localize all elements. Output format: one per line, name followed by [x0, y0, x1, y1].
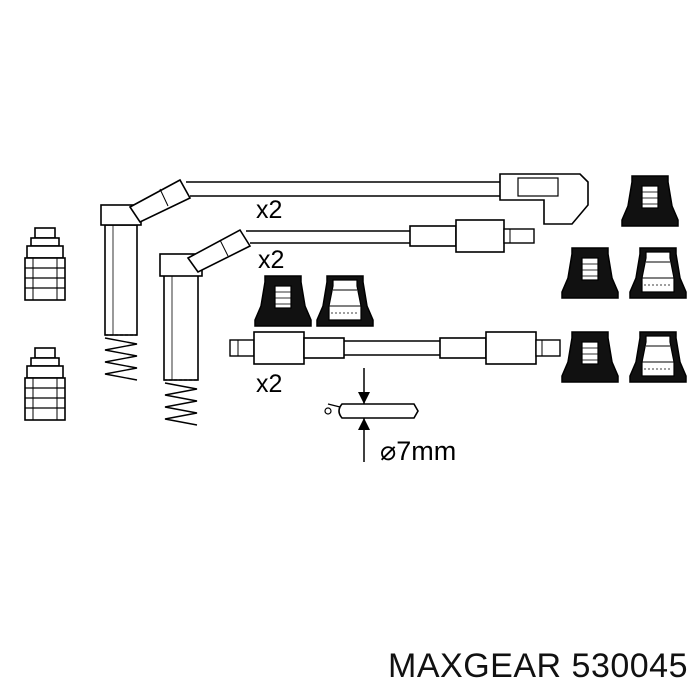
cable-diameter-detail [324, 368, 419, 462]
boot-cap-open-middle [316, 275, 374, 327]
quantity-label-lead-3: x2 [256, 370, 282, 398]
plug-connector-top [24, 227, 66, 301]
ignition-lead-2 [159, 219, 535, 426]
boot-cap-open-row3-right [629, 331, 687, 383]
part-number: 530045 [571, 647, 688, 685]
quantity-label-lead-2: x2 [258, 246, 284, 274]
ignition-lead-1 [100, 173, 589, 381]
plug-connector-bottom [24, 347, 66, 421]
boot-cap-dark-row3-left [561, 331, 619, 383]
ignition-lead-3 [229, 331, 561, 365]
boot-cap-open-row2-right [629, 247, 687, 299]
boot-cap-dark-middle [254, 275, 312, 327]
product-caption: MAXGEAR 530045 [388, 647, 688, 686]
boot-cap-dark-row2-left [561, 247, 619, 299]
brand-name: MAXGEAR [388, 647, 562, 685]
quantity-label-lead-1: x2 [256, 196, 282, 224]
diameter-label: ⌀7mm [380, 436, 456, 466]
boot-cap-dark-top-right [621, 175, 679, 227]
